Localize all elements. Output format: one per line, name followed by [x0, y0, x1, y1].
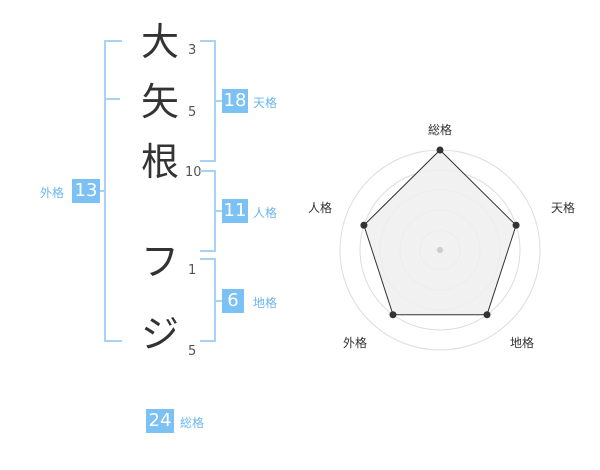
stroke-count-1: 3 — [188, 43, 197, 58]
stroke-count-2: 5 — [188, 105, 197, 120]
stroke-count-4: 1 — [188, 263, 197, 278]
chikaku-connector — [214, 300, 222, 302]
jinkaku-badge: 11 — [222, 199, 248, 223]
tenkaku-label: 天格 — [253, 96, 278, 110]
stroke-count-3: 10 — [185, 165, 202, 180]
chikaku-label: 地格 — [253, 296, 278, 310]
radar-points — [360, 146, 520, 319]
radar-label-jinkaku: 人格 — [308, 200, 332, 215]
tenkaku-badge: 18 — [222, 89, 248, 113]
name-char-4: フ — [140, 240, 179, 284]
soukaku-badge: 24 — [146, 409, 174, 433]
jinkaku-connector — [214, 210, 222, 212]
gaikaku-connector — [100, 190, 106, 192]
radar-point — [512, 221, 520, 229]
radar-label-chikaku: 地格 — [510, 335, 534, 350]
name-char-5: ジ — [140, 312, 179, 356]
radar-point — [483, 311, 491, 319]
gaikaku-label: 外格 — [40, 186, 65, 200]
radar-point — [436, 146, 444, 154]
stroke-count-5: 5 — [188, 344, 197, 359]
name-char-3: 根 — [140, 140, 179, 184]
tenkaku-connector — [214, 100, 222, 102]
gaikaku-badge: 13 — [72, 179, 100, 203]
radar-point — [389, 311, 397, 319]
radar-point — [360, 221, 368, 229]
gaikaku-bracket-tick — [104, 98, 120, 100]
radar-score-polygon — [363, 149, 517, 316]
gaikaku-bracket — [104, 40, 122, 342]
radar-label-tenkaku: 天格 — [551, 200, 575, 215]
radar-center-dot — [437, 247, 443, 253]
fortune-radar-chart: 総格 天格 地格 外格 人格 — [308, 122, 575, 351]
name-char-2: 矢 — [140, 80, 179, 124]
jinkaku-label: 人格 — [253, 206, 278, 220]
radar-label-gaikaku: 外格 — [343, 335, 367, 350]
name-char-1: 大 — [140, 20, 179, 64]
soukaku-label: 総格 — [180, 416, 205, 430]
chikaku-badge: 6 — [222, 289, 244, 313]
radar-label-soukaku: 総格 — [428, 122, 452, 137]
